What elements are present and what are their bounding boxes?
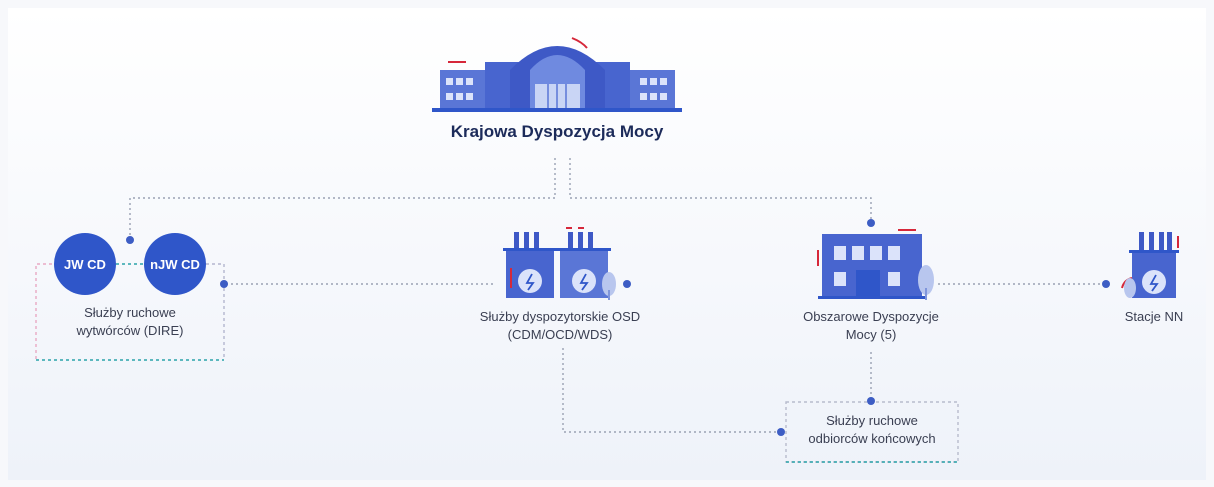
generators-frame-top-right — [206, 263, 225, 360]
osd-label-line1: Służby dyspozytorskie OSD — [479, 309, 641, 324]
njw-cd-node[interactable]: nJW CD — [144, 233, 206, 295]
osd-label-line2: (CDM/OCD/WDS) — [507, 327, 613, 342]
generators-frame-top-left — [35, 263, 58, 360]
dot-generators-right — [220, 280, 228, 288]
line-kdm-to-odm — [569, 158, 872, 222]
line-kdm-to-generators — [129, 158, 556, 237]
dot-osd-right — [623, 280, 631, 288]
line-osd-to-consumers — [562, 348, 781, 433]
generators-label: Służby ruchowe wytwórców (DIRE) — [40, 304, 220, 340]
consumers-label-line2: odbiorców końcowych — [808, 431, 936, 446]
kdm-title: Krajowa Dyspozycja Mocy — [450, 122, 664, 141]
consumers-label: Służby ruchowe odbiorców końcowych — [786, 412, 958, 448]
generators-label-line1: Służby ruchowe — [84, 305, 176, 320]
dot-odm-top — [867, 219, 875, 227]
dot-consumers-top — [867, 397, 875, 405]
osd-substation-icon — [503, 227, 616, 300]
generators-label-line2: wytwórców (DIRE) — [76, 323, 184, 338]
dot-consumers-left — [777, 428, 785, 436]
odm-label-line1: Obszarowe Dyspozycje — [803, 309, 939, 324]
osd-label: Służby dyspozytorskie OSD (CDM/OCD/WDS) — [460, 308, 660, 344]
odm-label-line2: Mocy (5) — [845, 327, 897, 342]
dot-generators-top — [126, 236, 134, 244]
stations-label: Stacje NN — [1124, 309, 1184, 324]
consumers-label-line1: Służby ruchowe — [826, 413, 918, 428]
odm-label: Obszarowe Dyspozycje Mocy (5) — [781, 308, 961, 344]
odm-building-icon — [817, 229, 934, 300]
jw-cd-node[interactable]: JW CD — [54, 233, 116, 295]
kdm-building-icon — [432, 37, 682, 112]
stations-substation-icon — [1121, 232, 1179, 298]
dot-stations-left — [1102, 280, 1110, 288]
